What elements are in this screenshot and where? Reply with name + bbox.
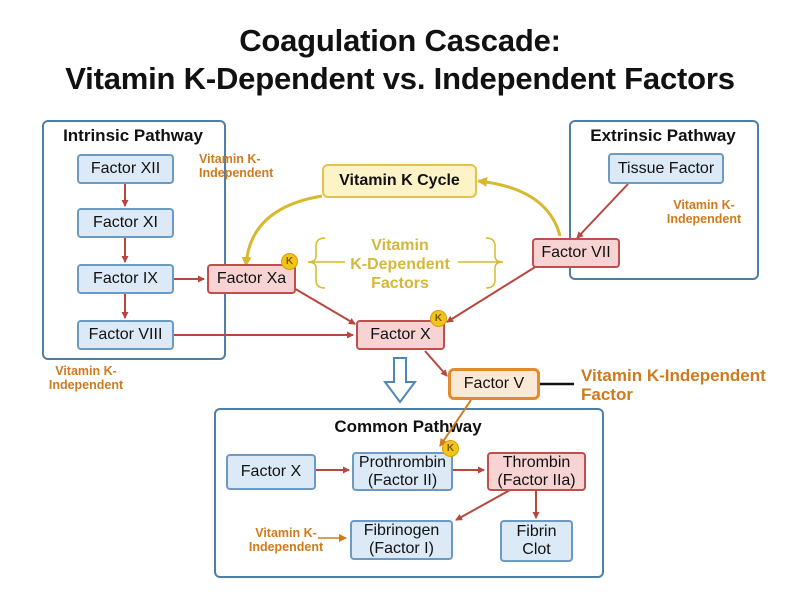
thrombin-line1: Thrombin	[502, 453, 571, 471]
note-fib-line1: Vitamin K-	[255, 526, 317, 540]
node-vitamin-k-cycle: Vitamin K Cycle	[322, 164, 477, 198]
fibrin-line1: Fibrin	[516, 523, 557, 540]
note-factor-v-independent: Vitamin K-Independent Factor	[581, 366, 766, 404]
vitamin-k-badge-icon: K	[281, 253, 298, 270]
extrinsic-pathway-title: Extrinsic Pathway	[590, 126, 736, 145]
note-fibrinogen-independent: Vitamin K- Independent	[244, 526, 328, 554]
note-tf-line1: Vitamin K-	[673, 198, 735, 212]
vitamin-k-dependent-label: Vitamin K-Dependent Factors	[340, 236, 460, 293]
vitamin-k-badge-icon: K	[430, 310, 447, 327]
prothrombin-line2: (Factor II)	[367, 471, 438, 489]
diagram-title-line2: Vitamin K-Dependent vs. Independent Fact…	[65, 61, 735, 96]
node-tissue-factor: Tissue Factor	[608, 153, 724, 184]
fibrin-line2: Clot	[522, 541, 551, 558]
node-prothrombin: Prothrombin (Factor II)	[352, 452, 453, 491]
node-factor-v: Factor V	[448, 368, 540, 400]
note-viii-line2: Independent	[48, 378, 124, 392]
node-factor-x-center: Factor X	[356, 320, 445, 350]
note-xii-line2: Independent	[199, 166, 274, 180]
node-factor-x-common: Factor X	[226, 454, 316, 490]
down-arrow-icon	[383, 357, 417, 404]
note-xii-independent: Vitamin K- Independent	[199, 152, 273, 180]
factor-v-note-line2: Factor	[581, 385, 633, 404]
intrinsic-pathway-title: Intrinsic Pathway	[63, 126, 203, 145]
fibrinogen-line2: (Factor I)	[369, 540, 434, 557]
node-factor-xa: Factor Xa	[207, 264, 296, 294]
node-factor-viii: Factor VIII	[77, 320, 174, 350]
prothrombin-line1: Prothrombin	[358, 453, 447, 471]
diagram-title-line1: Coagulation Cascade:	[239, 23, 561, 58]
common-pathway-title: Common Pathway	[334, 417, 482, 436]
node-factor-xii: Factor XII	[77, 154, 174, 184]
note-viii-line1: Vitamin K-	[55, 364, 117, 378]
factor-v-note-line1: Vitamin K-Independent	[581, 366, 766, 385]
node-factor-xi: Factor XI	[77, 208, 174, 238]
dependent-line3: Factors	[371, 275, 429, 292]
dependent-line1: Vitamin	[371, 237, 429, 254]
fibrinogen-line1: Fibrinogen	[363, 522, 440, 539]
note-fib-line2: Independent	[248, 540, 324, 554]
node-fibrinogen: Fibrinogen (Factor I)	[350, 520, 453, 560]
node-factor-vii: Factor VII	[532, 238, 620, 268]
note-viii-independent: Vitamin K- Independent	[44, 364, 128, 392]
thrombin-line2: (Factor IIa)	[497, 471, 576, 489]
node-fibrin-clot: Fibrin Clot	[500, 520, 573, 562]
note-xii-line1: Vitamin K-	[199, 152, 261, 166]
note-tissue-factor-independent: Vitamin K- Independent	[658, 198, 750, 226]
vitamin-k-badge-icon: K	[442, 440, 459, 457]
note-tf-line2: Independent	[666, 212, 742, 226]
node-thrombin: Thrombin (Factor IIa)	[487, 452, 586, 491]
dependent-line2: K-Dependent	[350, 256, 450, 273]
node-factor-ix: Factor IX	[77, 264, 174, 294]
